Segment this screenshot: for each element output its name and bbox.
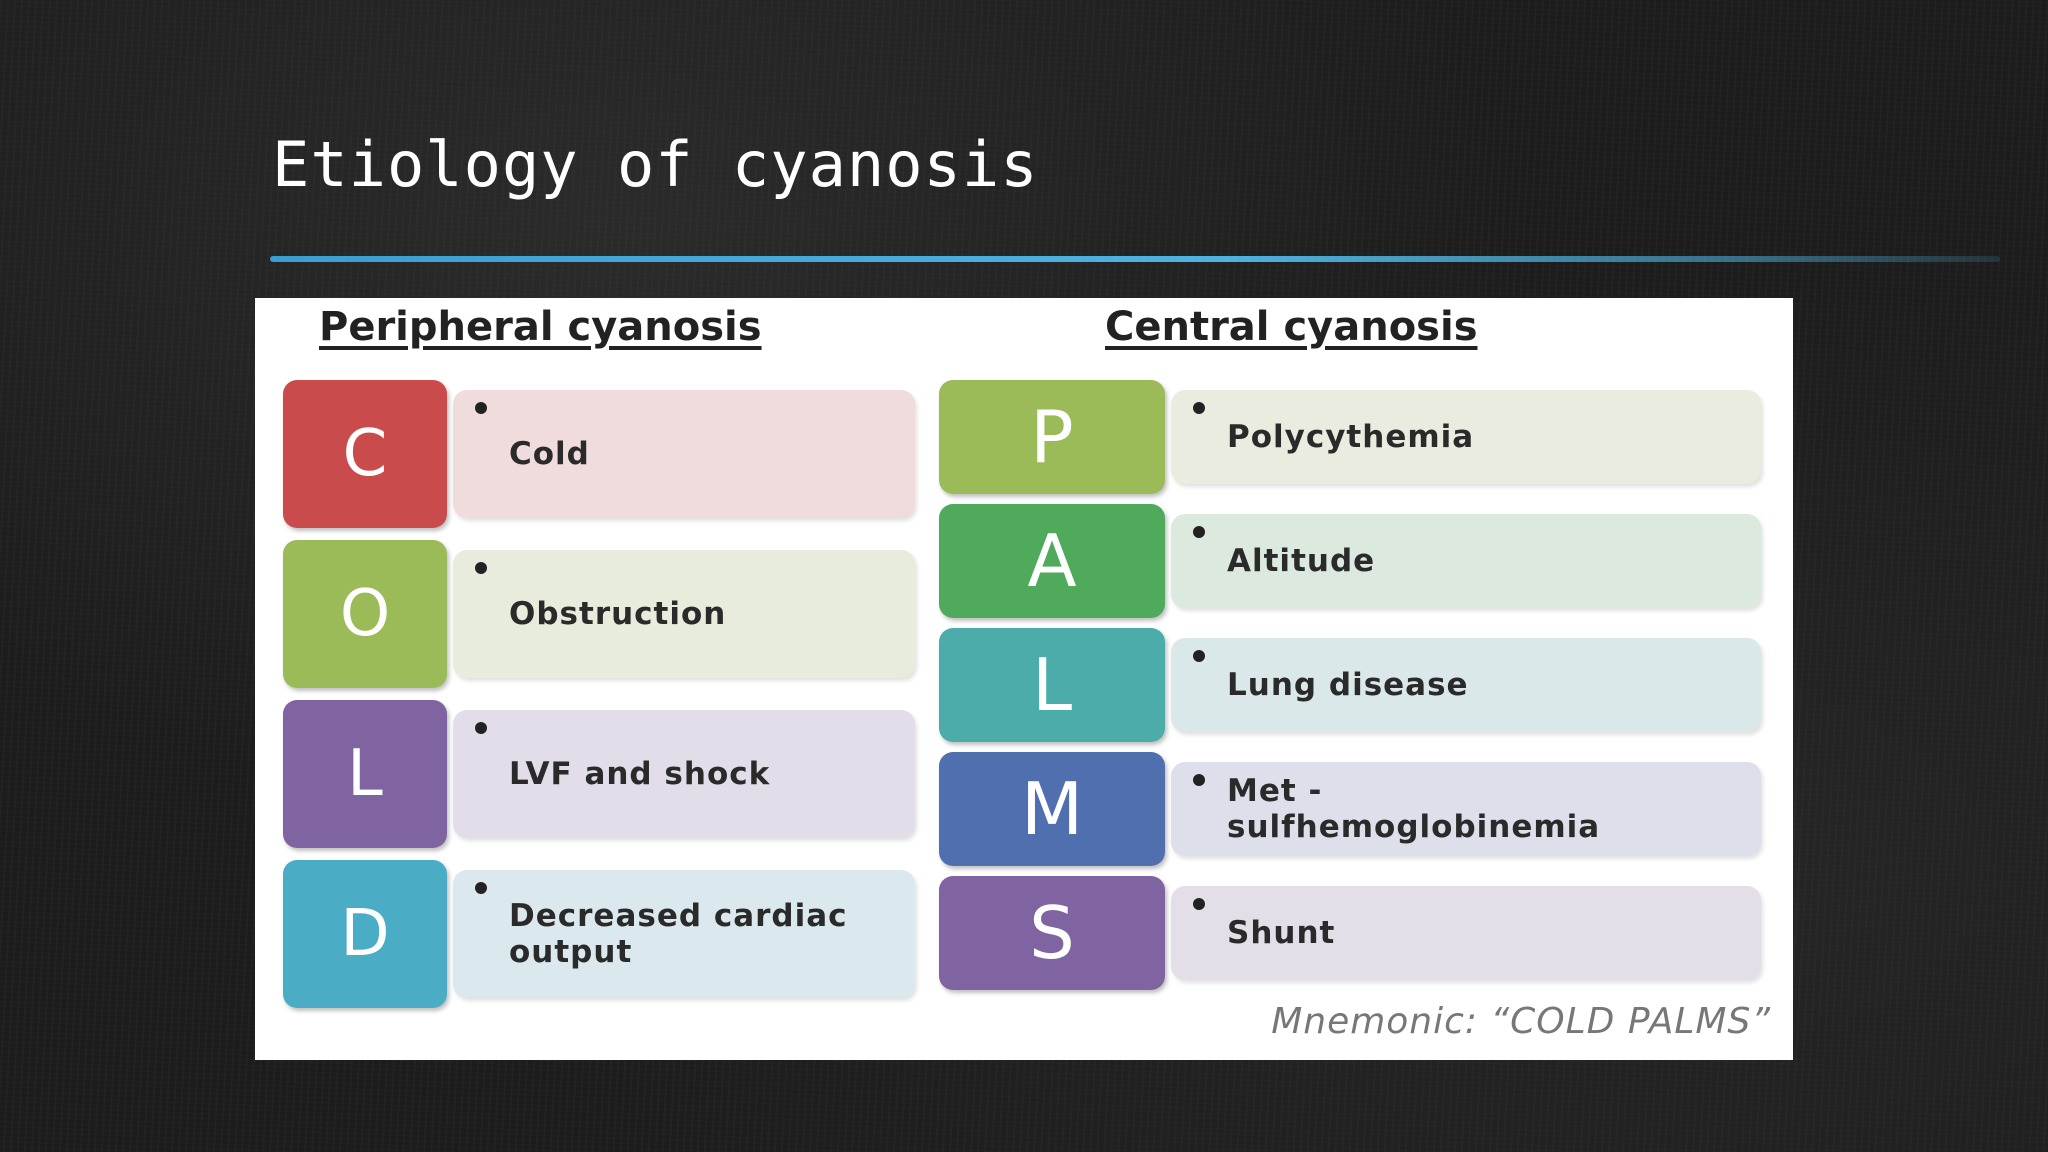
bullet bbox=[1193, 650, 1205, 662]
central-row: A Altitude bbox=[939, 504, 1779, 618]
mnemonic-caption: Mnemonic: “COLD PALMS” bbox=[1271, 1001, 1771, 1042]
central-row: S Shunt bbox=[939, 876, 1779, 990]
slide-title: Etiology of cyanosis bbox=[272, 128, 1039, 201]
item-text: Cold bbox=[509, 436, 590, 472]
item-box: Lung disease bbox=[1171, 638, 1761, 732]
item-text: Lung disease bbox=[1227, 667, 1469, 703]
bullet bbox=[475, 402, 487, 414]
letter-tab: M bbox=[939, 752, 1165, 866]
cyanosis-diagram: Peripheral cyanosis Central cyanosis C C… bbox=[255, 298, 1793, 1060]
bullet bbox=[475, 882, 487, 894]
central-row: P Polycythemia bbox=[939, 380, 1779, 494]
bullet bbox=[1193, 402, 1205, 414]
item-box: LVF and shock bbox=[453, 710, 915, 838]
peripheral-row: D Decreased cardiac output bbox=[283, 860, 1143, 1008]
item-text: Polycythemia bbox=[1227, 419, 1475, 455]
letter-tab: O bbox=[283, 540, 447, 688]
item-box: Obstruction bbox=[453, 550, 915, 678]
bullet bbox=[1193, 898, 1205, 910]
letter-tab: A bbox=[939, 504, 1165, 618]
peripheral-row: C Cold bbox=[283, 380, 1143, 528]
item-text: LVF and shock bbox=[509, 756, 771, 792]
item-text: Obstruction bbox=[509, 596, 727, 632]
item-box: Cold bbox=[453, 390, 915, 518]
bullet bbox=[475, 562, 487, 574]
item-text: Met - sulfhemoglobinemia bbox=[1227, 773, 1601, 845]
bullet bbox=[1193, 774, 1205, 786]
item-box: Decreased cardiac output bbox=[453, 870, 915, 998]
title-divider bbox=[270, 256, 2000, 262]
item-box: Polycythemia bbox=[1171, 390, 1761, 484]
item-box: Altitude bbox=[1171, 514, 1761, 608]
letter-tab: D bbox=[283, 860, 447, 1008]
bullet bbox=[1193, 526, 1205, 538]
peripheral-row: O Obstruction bbox=[283, 540, 1143, 688]
letter-tab: P bbox=[939, 380, 1165, 494]
item-box: Shunt bbox=[1171, 886, 1761, 980]
letter-tab: L bbox=[939, 628, 1165, 742]
item-text: Altitude bbox=[1227, 543, 1376, 579]
item-text: Shunt bbox=[1227, 915, 1336, 951]
central-heading: Central cyanosis bbox=[1105, 304, 1478, 350]
central-row: L Lung disease bbox=[939, 628, 1779, 742]
item-box: Met - sulfhemoglobinemia bbox=[1171, 762, 1761, 856]
central-row: M Met - sulfhemoglobinemia bbox=[939, 752, 1779, 866]
item-text: Decreased cardiac output bbox=[509, 898, 848, 970]
peripheral-heading: Peripheral cyanosis bbox=[319, 304, 762, 350]
peripheral-row: L LVF and shock bbox=[283, 700, 1143, 848]
letter-tab: L bbox=[283, 700, 447, 848]
bullet bbox=[475, 722, 487, 734]
letter-tab: S bbox=[939, 876, 1165, 990]
letter-tab: C bbox=[283, 380, 447, 528]
